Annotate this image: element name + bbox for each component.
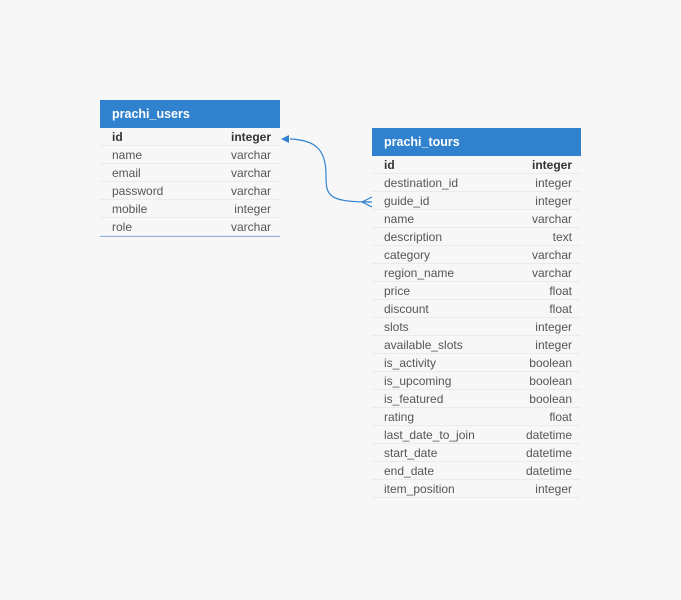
column-name: available_slots bbox=[384, 338, 463, 352]
column-type: varchar bbox=[230, 148, 271, 162]
column-row-role[interactable]: role varchar bbox=[100, 218, 280, 236]
column-type: float bbox=[549, 410, 572, 424]
column-name: end_date bbox=[384, 464, 435, 478]
column-type: text bbox=[552, 230, 572, 244]
column-type: datetime bbox=[525, 446, 572, 460]
column-name: price bbox=[384, 284, 411, 298]
column-type: integer bbox=[535, 320, 572, 334]
column-row-price[interactable]: price float bbox=[372, 282, 581, 300]
column-row-start-date[interactable]: start_date datetime bbox=[372, 444, 581, 462]
column-row-discount[interactable]: discount float bbox=[372, 300, 581, 318]
column-row-item-position[interactable]: item_position integer bbox=[372, 480, 581, 498]
column-type: varchar bbox=[531, 266, 572, 280]
column-name: category bbox=[384, 248, 431, 262]
column-row-password[interactable]: password varchar bbox=[100, 182, 280, 200]
column-name: id bbox=[112, 130, 123, 144]
column-name: description bbox=[384, 230, 443, 244]
column-name: region_name bbox=[384, 266, 455, 280]
table-header-prachi-users[interactable]: prachi_users bbox=[100, 100, 280, 128]
arrow-head-icon bbox=[281, 135, 289, 143]
relation-line-guide-to-user[interactable] bbox=[289, 138, 371, 203]
column-row-region-name[interactable]: region_name varchar bbox=[372, 264, 581, 282]
column-row-email[interactable]: email varchar bbox=[100, 164, 280, 182]
table-header-prachi-tours[interactable]: prachi_tours bbox=[372, 128, 581, 156]
column-row-category[interactable]: category varchar bbox=[372, 246, 581, 264]
column-type: varchar bbox=[230, 166, 271, 180]
column-name: name bbox=[112, 148, 143, 162]
column-type: boolean bbox=[529, 356, 572, 370]
column-row-available-slots[interactable]: available_slots integer bbox=[372, 336, 581, 354]
column-name: slots bbox=[384, 320, 409, 334]
column-row-name[interactable]: name varchar bbox=[100, 146, 280, 164]
column-type: varchar bbox=[531, 212, 572, 226]
column-type: integer bbox=[234, 202, 271, 216]
column-name: is_activity bbox=[384, 356, 437, 370]
column-type: varchar bbox=[531, 248, 572, 262]
column-type: datetime bbox=[525, 428, 572, 442]
column-name: is_upcoming bbox=[384, 374, 452, 388]
column-type: float bbox=[549, 302, 572, 316]
column-name: discount bbox=[384, 302, 429, 316]
table-prachi-users[interactable]: prachi_users id integer name varchar email va… bbox=[100, 100, 280, 237]
column-row-destination-id[interactable]: destination_id integer bbox=[372, 174, 581, 192]
column-name: role bbox=[112, 220, 133, 234]
column-type: boolean bbox=[529, 392, 572, 406]
column-name: name bbox=[384, 212, 415, 226]
column-type: float bbox=[549, 284, 572, 298]
column-row-description[interactable]: description text bbox=[372, 228, 581, 246]
crows-foot-icon bbox=[361, 196, 373, 208]
column-row-is-activity[interactable]: is_activity boolean bbox=[372, 354, 581, 372]
column-type: varchar bbox=[230, 184, 271, 198]
column-type: integer bbox=[230, 130, 271, 144]
column-name: email bbox=[112, 166, 141, 180]
table-bottom-border bbox=[100, 236, 280, 237]
column-row-id[interactable]: id integer bbox=[372, 156, 581, 174]
column-name: start_date bbox=[384, 446, 438, 460]
column-type: datetime bbox=[525, 464, 572, 478]
column-type: integer bbox=[535, 338, 572, 352]
column-name: is_featured bbox=[384, 392, 444, 406]
column-row-mobile[interactable]: mobile integer bbox=[100, 200, 280, 218]
column-row-guide-id[interactable]: guide_id integer bbox=[372, 192, 581, 210]
column-type: varchar bbox=[230, 220, 271, 234]
column-type: integer bbox=[535, 482, 572, 496]
column-type: integer bbox=[535, 176, 572, 190]
column-name: rating bbox=[384, 410, 415, 424]
column-name: mobile bbox=[112, 202, 148, 216]
column-name: guide_id bbox=[384, 194, 430, 208]
column-row-name[interactable]: name varchar bbox=[372, 210, 581, 228]
column-row-is-featured[interactable]: is_featured boolean bbox=[372, 390, 581, 408]
column-row-id[interactable]: id integer bbox=[100, 128, 280, 146]
column-type: integer bbox=[535, 194, 572, 208]
column-name: item_position bbox=[384, 482, 455, 496]
column-type: integer bbox=[531, 158, 572, 172]
column-row-is-upcoming[interactable]: is_upcoming boolean bbox=[372, 372, 581, 390]
column-name: destination_id bbox=[384, 176, 459, 190]
column-name: id bbox=[384, 158, 395, 172]
column-type: boolean bbox=[529, 374, 572, 388]
column-row-rating[interactable]: rating float bbox=[372, 408, 581, 426]
column-row-end-date[interactable]: end_date datetime bbox=[372, 462, 581, 480]
column-name: last_date_to_join bbox=[384, 428, 475, 442]
column-row-slots[interactable]: slots integer bbox=[372, 318, 581, 336]
column-row-last-date-to-join[interactable]: last_date_to_join datetime bbox=[372, 426, 581, 444]
column-name: password bbox=[112, 184, 164, 198]
